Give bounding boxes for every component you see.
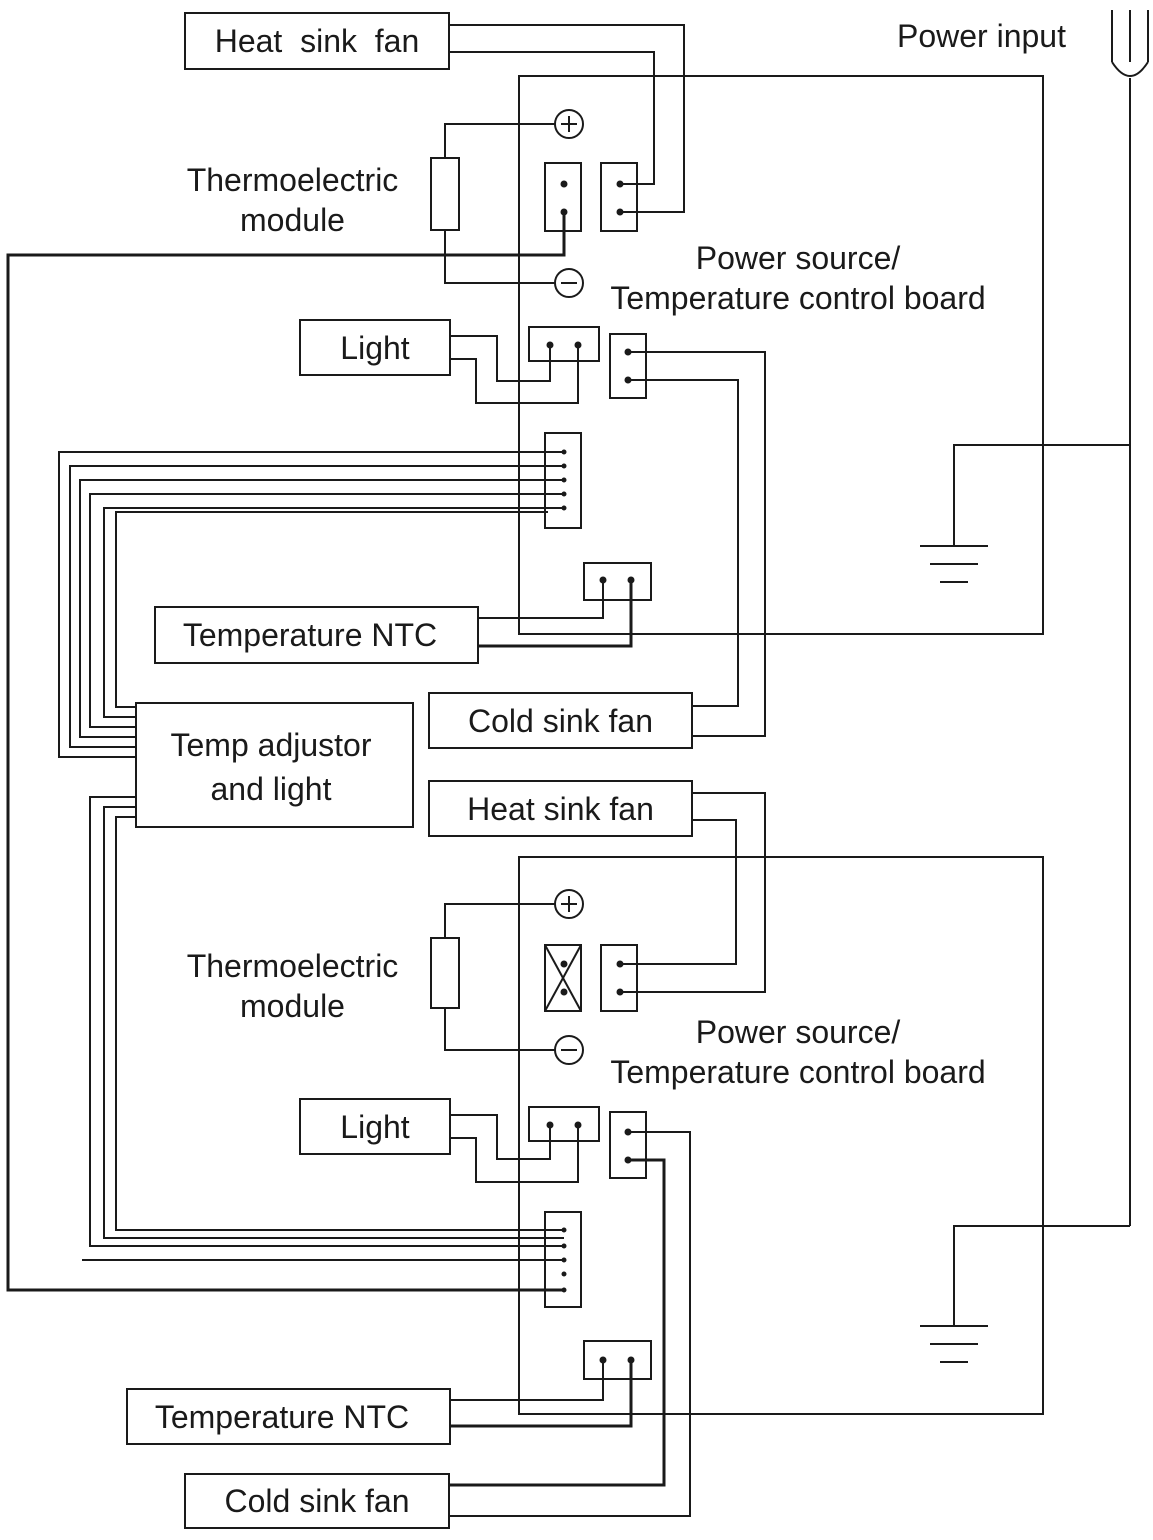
bottom-ntc-connector: [583, 1340, 652, 1380]
top-ntc-connector: [583, 562, 652, 601]
bottom-thermoelectric-label: Thermoelectric module: [160, 946, 425, 1026]
bottom-board-line-1: Power source/: [695, 1014, 901, 1050]
top-temperature-ntc-label: Temperature NTC: [182, 617, 438, 653]
bottom-cold-sink-fan-box: [184, 1473, 450, 1529]
bottom-heat-sink-fan-label: Heat sink fan: [467, 790, 654, 827]
temp-adjustor-label: Temp adjustor and light: [136, 723, 406, 811]
bottom-disconnected-connector-icon: [544, 944, 582, 1012]
bottom-thermoelectric-line-1: Thermoelectric: [186, 948, 399, 984]
top-cold-fan-connector: [609, 333, 647, 399]
bottom-minus-terminal-icon: [554, 1035, 584, 1065]
top-heat-sink-fan-box: [184, 12, 450, 70]
top-thermoelectric-box: [430, 157, 460, 231]
bottom-temperature-ntc-box: [126, 1388, 451, 1445]
temp-adjustor-line-1: Temp adjustor: [170, 727, 372, 763]
bottom-light-label: Light: [340, 1108, 410, 1145]
bottom-fan-connector: [600, 944, 638, 1012]
top-light-connector: [528, 326, 600, 362]
top-board-outline: [518, 75, 1044, 635]
top-thermoelectric-line-2: module: [240, 202, 345, 238]
top-temperature-ntc-box: [154, 606, 479, 664]
bottom-thermoelectric-line-2: module: [240, 988, 345, 1024]
top-thermoelectric-label: Thermoelectric module: [160, 160, 425, 240]
power-plug-icon: [1111, 10, 1149, 1226]
bottom-heat-sink-fan-box: [428, 780, 693, 837]
bottom-light-box: [299, 1098, 451, 1155]
bottom-thermoelectric-box: [430, 937, 460, 1009]
top-heat-sink-fan-label: Heat sink fan: [214, 23, 420, 59]
top-board-line-2: Temperature control board: [610, 280, 986, 316]
temp-adjustor-line-2: and light: [210, 771, 332, 807]
bottom-ground-icon: [920, 1325, 988, 1363]
top-board-label: Power source/ Temperature control board: [590, 238, 1006, 318]
bottom-board-line-2: Temperature control board: [610, 1054, 986, 1090]
bottom-cold-sink-fan-label: Cold sink fan: [224, 1483, 410, 1519]
top-cold-sink-fan-box: [428, 692, 693, 749]
top-minus-terminal-icon: [554, 268, 584, 298]
top-thermoelectric-line-1: Thermoelectric: [186, 162, 399, 198]
bottom-temperature-ntc-label: Temperature NTC: [154, 1398, 410, 1435]
top-ground-icon: [920, 545, 988, 583]
bottom-board-outline: [518, 856, 1044, 1415]
bottom-board-label: Power source/ Temperature control board: [590, 1012, 1006, 1092]
top-light-label: Light: [340, 329, 410, 366]
power-input-label: Power input: [897, 18, 1066, 54]
top-board-line-1: Power source/: [695, 240, 901, 276]
top-cold-sink-fan-label: Cold sink fan: [468, 702, 653, 739]
bottom-plus-terminal-icon: [554, 889, 584, 919]
bottom-light-connector: [528, 1106, 600, 1142]
top-light-box: [299, 319, 451, 376]
top-plus-terminal-icon: [554, 109, 584, 139]
temp-adjustor-box: [135, 702, 414, 828]
top-fan-connector: [600, 162, 638, 232]
bottom-cold-fan-connector: [609, 1111, 647, 1179]
